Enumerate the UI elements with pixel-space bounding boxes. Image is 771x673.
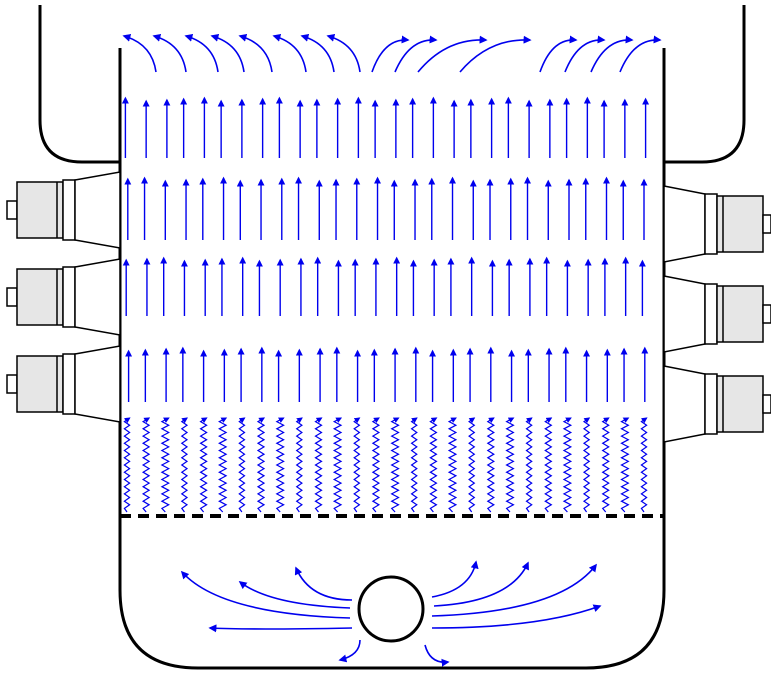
wavy-flow-arrow [447,417,458,513]
nozzle-cap [6,287,18,307]
right-nozzle [663,185,771,263]
nozzle-cone [74,258,121,336]
nozzle-cone [663,275,706,353]
wavy-flow-arrow [525,417,533,513]
wavy-flow-arrow [562,417,573,513]
left-nozzle [6,171,121,249]
left-nozzle-bank [6,171,121,423]
inlet-pipe [357,575,425,643]
curl-arrow [238,33,273,73]
nozzle-cone [74,345,121,423]
wavy-flow-arrow [601,417,610,513]
nozzle-cap [762,394,771,414]
curl-arrow [300,33,335,73]
wavy-flow-arrow [410,417,418,513]
nozzle-cone [74,171,121,249]
curl-arrow [539,35,578,73]
curl-arrow [417,35,488,73]
wavy-flow-arrow [332,417,343,513]
nozzle-body [716,195,764,253]
curl-arrow [210,33,245,73]
nozzle-cap [6,200,18,220]
inlet-flow-arrow [294,566,353,601]
inlet-flow-arrow [431,604,602,629]
arrow-row [122,256,646,316]
curl-arrow [326,33,361,73]
curl-arrow [619,35,662,73]
nozzle-body [16,355,64,413]
inlet-flow-arrow [208,624,353,633]
inlet-flow-arrow [433,561,529,607]
curl-arrow [122,33,157,73]
nozzle-flange [704,193,718,255]
inlet-flow-arrow [180,570,351,619]
nozzle-flange [62,179,76,241]
wavy-flow-arrow [544,417,553,513]
outer-trough [38,5,746,164]
wavy-flow-arrow [160,417,170,513]
nozzle-flange [704,373,718,435]
nozzle-body [716,375,764,433]
nozzle-flange [62,266,76,328]
inlet-spread-arrows [180,560,602,667]
wavy-flow-arrow [123,417,131,513]
nozzle-flange [704,283,718,345]
curl-arrow [371,35,410,73]
wavy-flow-arrow [486,417,495,513]
right-nozzle [663,275,771,353]
curl-arrow [394,35,438,73]
nozzle-body [16,181,64,239]
wavy-flow-arrow [429,417,438,513]
curl-arrow [272,33,307,73]
left-nozzle [6,345,121,423]
wavy-flow-arrow [468,417,476,513]
arrow-row [125,346,649,402]
inlet-flow-arrow [238,581,351,609]
wavy-flow-arrow [505,417,515,513]
wavy-flow-arrow [199,417,208,513]
wavy-flow-arrow [371,417,381,513]
nozzle-cap [6,374,18,394]
nozzle-body [16,268,64,326]
nozzle-flange [62,353,76,415]
nozzle-cone [663,185,706,263]
wavy-flow-arrow [256,417,266,513]
inlet-flow-arrow [431,563,597,617]
surface-curl-arrows [122,33,662,73]
curl-arrow [184,33,219,73]
wavy-flow-arrow [353,417,361,513]
inlet-flow-arrow [338,639,361,663]
arrow-row [124,176,648,240]
wavy-flow-arrow [218,417,228,513]
curl-arrow [459,35,532,73]
flow-arrow-field [121,96,650,513]
left-nozzle [6,258,121,336]
nozzle-cone [663,365,706,443]
right-nozzle-bank [663,185,771,443]
nozzle-body [716,285,764,343]
curl-arrow [590,35,634,73]
inner-tank [118,48,666,670]
wavy-flow-arrow [238,417,246,513]
wavy-flow-arrow [180,417,189,513]
curl-arrow [152,33,187,73]
nozzle-cap [762,304,771,324]
wavy-flow-arrow [295,417,303,513]
wavy-flow-arrow [390,417,400,513]
curl-arrow [564,35,606,73]
wavy-flow-arrow [275,417,285,513]
wavy-flow-arrow [582,417,591,513]
arrow-row [121,96,650,158]
inlet-flow-arrow [431,560,479,598]
wavy-arrow-row [123,417,648,513]
wavy-flow-arrow [314,417,323,513]
right-nozzle [663,365,771,443]
wavy-flow-arrow [141,417,151,513]
inlet-flow-arrow [424,644,450,667]
wavy-flow-arrow [640,417,648,513]
wavy-flow-arrow [620,417,630,513]
nozzle-cap [762,214,771,234]
